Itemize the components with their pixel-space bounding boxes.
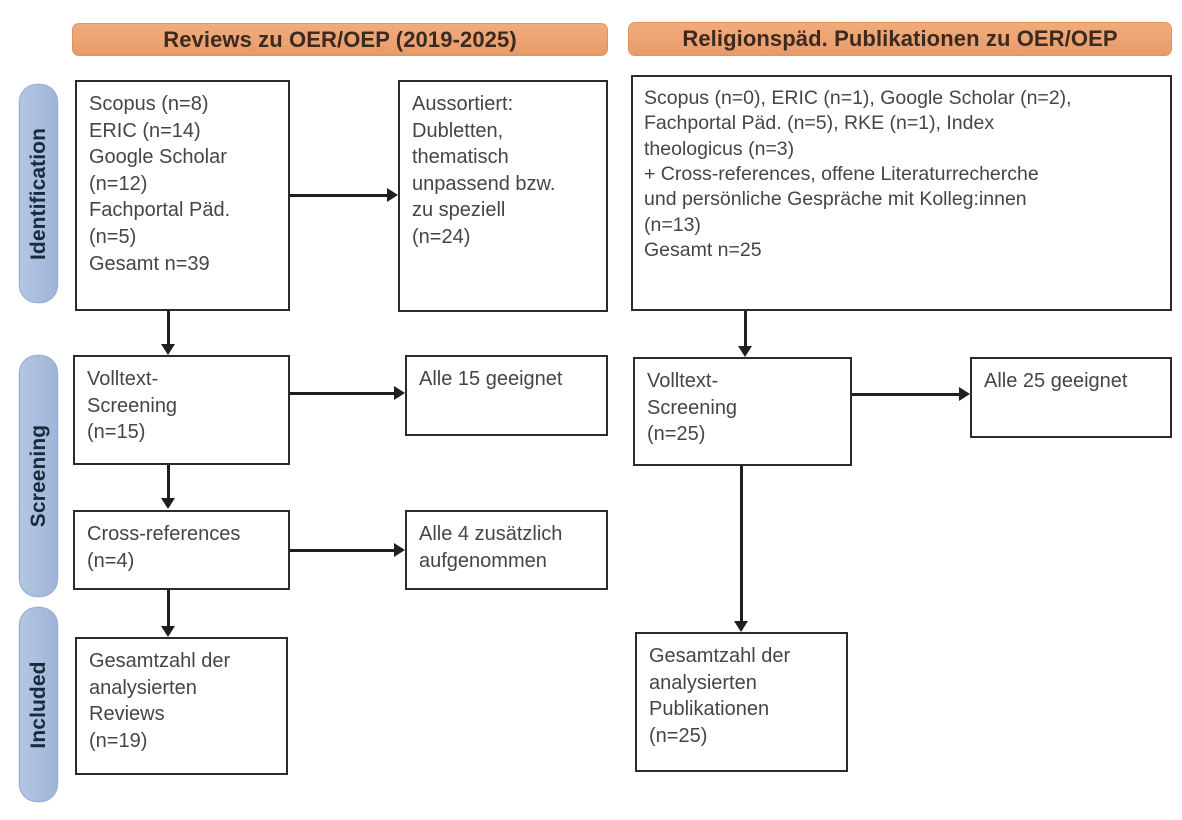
connector-left-identification-to-excluded xyxy=(290,194,387,197)
left-screening-result-box: Alle 15 geeignet xyxy=(405,355,608,436)
column-header-right: Religionspäd. Publikationen zu OER/OEP xyxy=(628,22,1172,56)
arrowhead-left-identification-to-screening xyxy=(161,344,175,355)
box-line: analysierten xyxy=(649,671,757,694)
box-line: Scopus (n=0), ERIC (n=1), Google Scholar… xyxy=(644,87,1072,109)
right-screening-box: Volltext- Screening (n=25) xyxy=(633,357,852,466)
right-identification-box: Scopus (n=0), ERIC (n=1), Google Scholar… xyxy=(631,75,1172,311)
box-line: Gesamtzahl der xyxy=(649,645,791,667)
connector-left-crossref-to-result xyxy=(290,549,394,552)
box-line: und persönliche Gespräche mit Kolleg:inn… xyxy=(644,188,1027,211)
box-line: Gesamt n=25 xyxy=(644,239,762,262)
left-crossref-result-box: Alle 4 zusätzlich aufgenommen xyxy=(405,510,608,590)
box-line: Scopus (n=8) xyxy=(89,93,209,115)
connector-right-screening-to-included xyxy=(740,466,743,621)
box-line: (n=15) xyxy=(87,421,146,444)
arrowhead-left-screening-to-crossref xyxy=(161,498,175,509)
connector-right-identification-to-screening xyxy=(744,311,747,346)
left-excluded-box: Aussortiert: Dubletten, thematisch unpas… xyxy=(398,80,608,312)
box-line: Cross-references xyxy=(87,523,241,545)
box-line: Reviews xyxy=(89,703,165,726)
box-line: Aussortiert: xyxy=(412,93,514,115)
connector-right-screening-to-result xyxy=(852,393,959,396)
box-line: analysierten xyxy=(89,676,197,699)
box-line: (n=19) xyxy=(89,729,148,752)
left-identification-box: Scopus (n=8) ERIC (n=14) Google Scholar … xyxy=(75,80,290,311)
box-line: theologicus (n=3) xyxy=(644,137,795,160)
left-crossref-box: Cross-references (n=4) xyxy=(73,510,290,590)
box-line: Fachportal Päd. (n=5), RKE (n=1), Index xyxy=(644,112,995,135)
box-line: Alle 25 geeignet xyxy=(984,370,1128,392)
connector-left-screening-to-crossref xyxy=(167,465,170,498)
connector-left-crossref-to-included xyxy=(167,590,170,626)
box-line: Screening xyxy=(647,396,738,419)
box-line: Alle 4 zusätzlich xyxy=(419,523,563,545)
stage-badge-screening: Screening xyxy=(19,355,58,597)
stage-label-screening: Screening xyxy=(26,424,50,528)
box-line: Google Scholar xyxy=(89,146,227,169)
box-line: (n=25) xyxy=(647,423,706,446)
right-included-box: Gesamtzahl der analysierten Publikatione… xyxy=(635,632,848,772)
box-line: Gesamt n=39 xyxy=(89,252,210,275)
box-line: Screening xyxy=(87,394,178,417)
box-line: (n=5) xyxy=(89,225,137,248)
stage-badge-included: Included xyxy=(19,607,58,802)
box-line: (n=12) xyxy=(89,172,148,195)
stage-label-identification: Identification xyxy=(26,127,50,260)
left-included-box: Gesamtzahl der analysierten Reviews (n=1… xyxy=(75,637,288,775)
box-line: thematisch xyxy=(412,146,509,169)
box-line: Dubletten, xyxy=(412,119,504,142)
stage-badge-identification: Identification xyxy=(19,84,58,303)
connector-left-screening-to-result xyxy=(290,392,394,395)
box-line: (n=13) xyxy=(644,213,701,236)
box-line: Publikationen xyxy=(649,698,770,721)
stage-label-included: Included xyxy=(26,660,50,749)
box-line: unpassend bzw. xyxy=(412,172,556,195)
arrowhead-right-screening-to-included xyxy=(734,621,748,632)
arrowhead-right-identification-to-screening xyxy=(738,346,752,357)
box-line: ERIC (n=14) xyxy=(89,119,201,142)
connector-left-identification-to-screening xyxy=(167,311,170,344)
box-line: Volltext- xyxy=(87,368,159,390)
box-line: Volltext- xyxy=(647,370,719,392)
box-line: Alle 15 geeignet xyxy=(419,368,563,390)
left-screening-box: Volltext- Screening (n=15) xyxy=(73,355,290,465)
arrowhead-left-identification-to-excluded xyxy=(387,188,398,202)
right-screening-result-box: Alle 25 geeignet xyxy=(970,357,1172,438)
arrowhead-right-screening-to-result xyxy=(959,387,970,401)
arrowhead-left-screening-to-result xyxy=(394,386,405,400)
box-line: Gesamtzahl der xyxy=(89,650,231,672)
box-line: aufgenommen xyxy=(419,549,547,572)
column-header-left: Reviews zu OER/OEP (2019-2025) xyxy=(72,23,608,56)
box-line: Fachportal Päd. xyxy=(89,199,231,222)
arrowhead-left-crossref-to-included xyxy=(161,626,175,637)
box-line: (n=25) xyxy=(649,724,708,747)
box-line: zu speziell xyxy=(412,199,506,222)
box-line: (n=24) xyxy=(412,225,471,248)
box-line: (n=4) xyxy=(87,549,135,572)
box-line: + Cross-references, offene Literaturrech… xyxy=(644,163,1039,186)
arrowhead-left-crossref-to-result xyxy=(394,543,405,557)
